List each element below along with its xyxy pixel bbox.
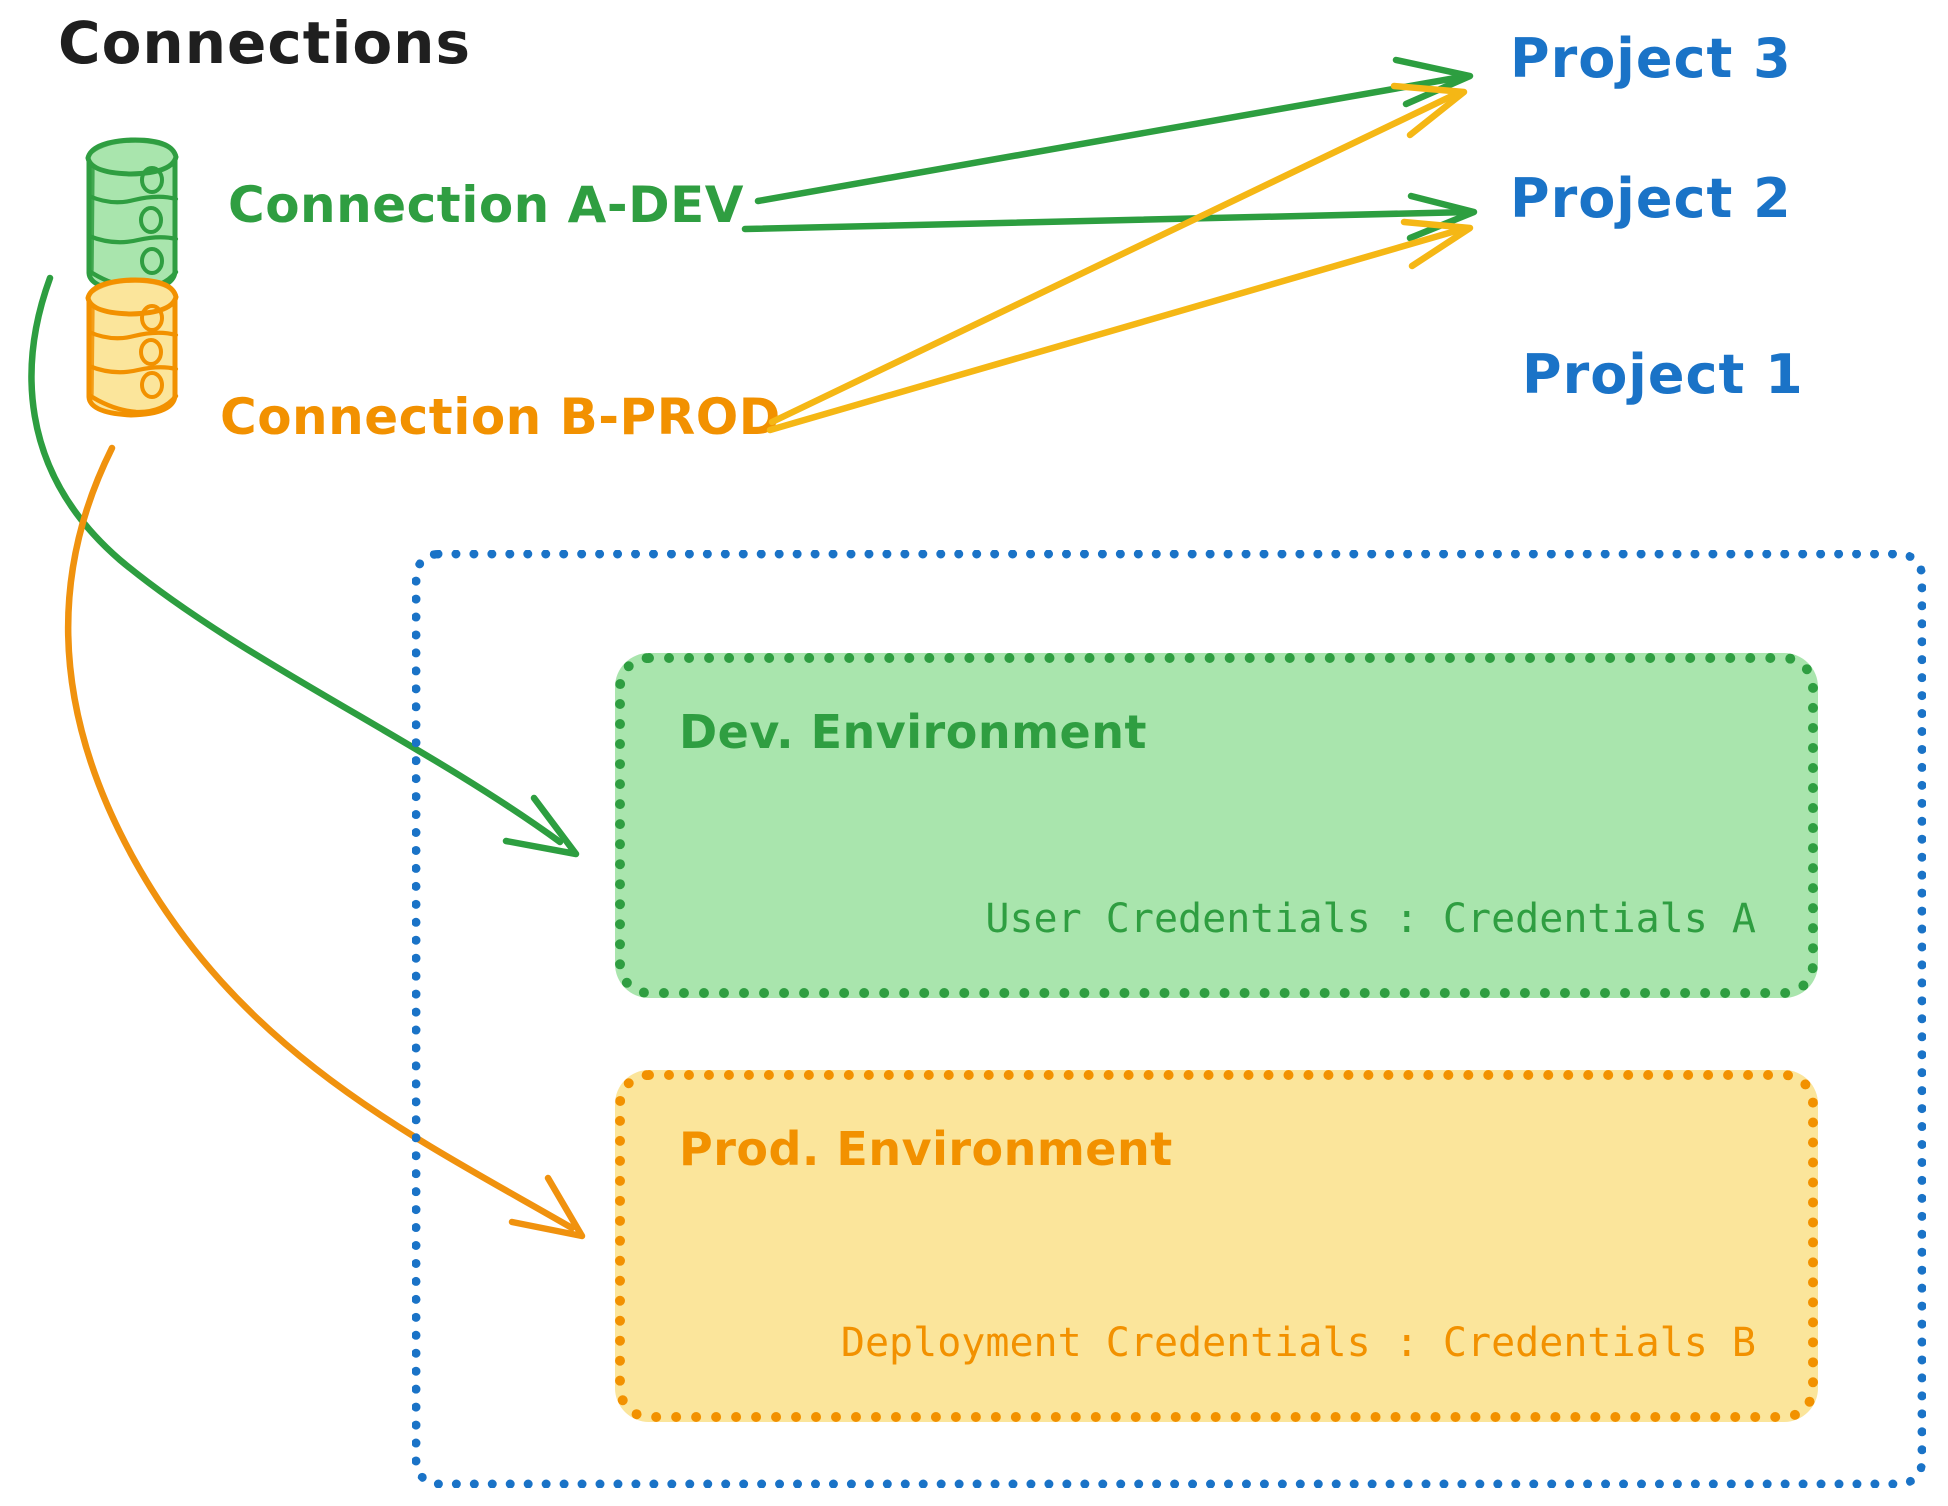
project-3-label: Project 3 [1510,27,1792,90]
arrow-conn-a-to-dev-environment [28,274,580,858]
arrow-conn-b-to-project-3 [768,82,1468,426]
arrow-conn-a-to-project-2 [741,192,1478,242]
arrow-conn-b-to-prod-environment [64,444,586,1240]
prod-environment-title: Prod. Environment [679,1122,1173,1176]
page-title: Connections [58,9,471,77]
connection-b-prod-label: Connection B-PROD [220,388,781,446]
project-2-label: Project 2 [1510,167,1792,230]
dev-environment-title: Dev. Environment [679,705,1147,759]
database-cylinder-icon-orange [85,277,179,418]
connection-a-dev-label: Connection A-DEV [228,176,744,234]
arrow-conn-a-to-project-3 [754,56,1474,205]
arrow-conn-b-to-project-2 [766,218,1474,434]
prod-environment-box: Prod. Environment Deployment Credentials… [615,1070,1818,1422]
prod-environment-credentials: Deployment Credentials : Credentials B [840,1320,1756,1366]
project-1-container [412,550,1926,1488]
dev-environment-box: Dev. Environment User Credentials : Cred… [615,653,1818,998]
dev-environment-credentials: User Credentials : Credentials A [985,896,1756,942]
project-1-label: Project 1 [1522,343,1804,406]
